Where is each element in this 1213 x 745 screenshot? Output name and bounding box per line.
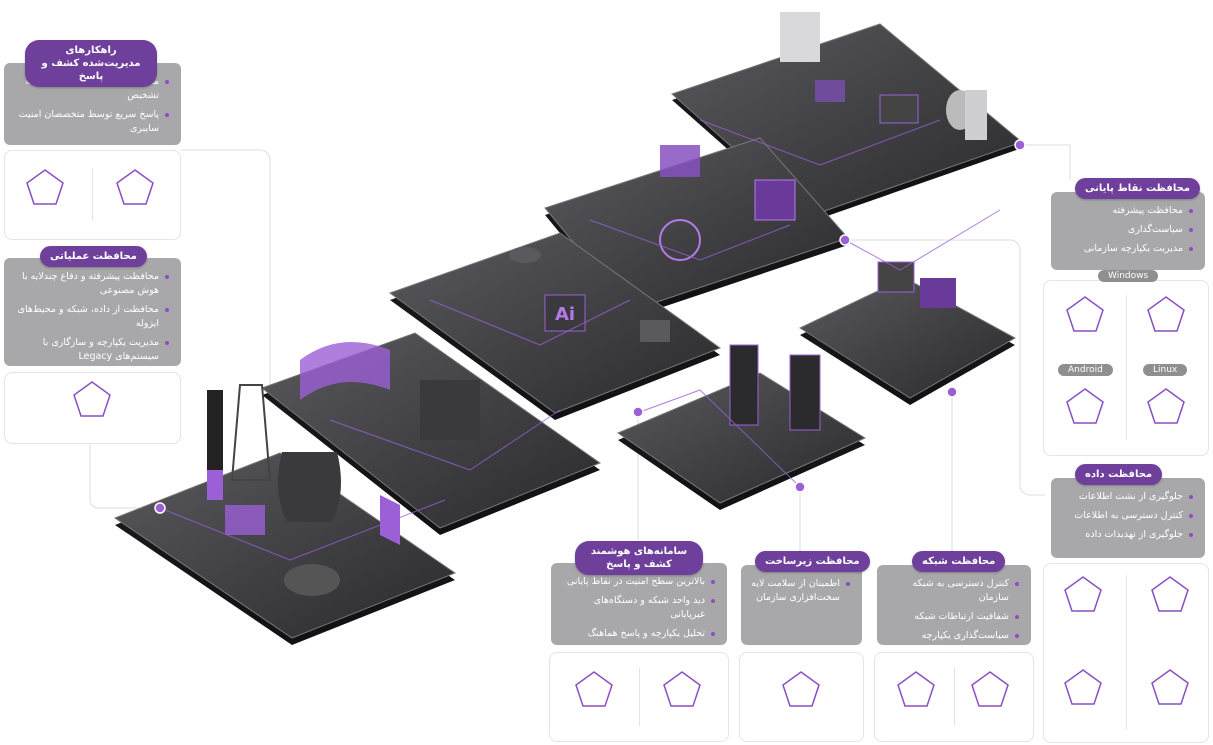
pentagon-icon [897,671,935,707]
pentagon-icon [663,671,701,707]
platform-server [616,344,867,510]
pentagon-icon [26,169,64,205]
pentagon-icon [971,671,1009,707]
list-item: مدیریت یکپارچه سازمانی [1061,242,1193,256]
list-item: محافظت پیشرفته [1061,204,1193,218]
endpoint-box: محافظت پیشرفته سیاست‌گذاری مدیریت یکپارچ… [1051,192,1205,270]
list-item: بالاترین سطح امنیت در نقاط پایانی [561,575,715,589]
ai-chip-label: Ai [555,304,575,325]
platform-soc [260,332,602,535]
data-box: جلوگیری از نشت اطلاعات کنترل دسترسی به ا… [1051,478,1205,558]
list-item: مدیریت یکپارچه و سازگاری با سیستم‌های Le… [14,336,169,364]
pentagon-frame [739,652,864,742]
pentagon-icon [1147,296,1185,332]
list-item: پاسخ سریع توسط متخصصان امنیت سایبری [14,108,169,136]
list-item: کنترل دسترسی به شبکه سازمان [887,577,1019,605]
panel-title: محافظت شبکه [912,551,1006,572]
os-tag-linux: Linux [1143,364,1188,376]
pentagon-icon [575,671,613,707]
platform-network [798,261,1017,405]
panel-title: محافظت زیرساخت [755,551,870,572]
operational-box: محافظت پیشرفته و دفاع چندلایه با هوش مصن… [4,258,181,366]
platform-endpoint [544,137,849,318]
pentagon-icon [1066,388,1104,424]
pentagon-icon [116,169,154,205]
panel-title: محافظت داده [1075,464,1163,485]
list-item: کنترل دسترسی به اطلاعات [1061,509,1193,523]
panel-title: محافظت نقاط پایانی [1075,178,1200,199]
list-item: سیاست‌گذاری [1061,223,1193,237]
pentagon-icon [1064,576,1102,612]
pentagon-icon [782,671,820,707]
list-item: دید واحد شبکه و دستگاه‌های غیرپایانی [561,594,715,622]
pentagon-icon [73,381,111,417]
infrastructure-box: اطمینان از سلامت لایه سخت‌افزاری سازمان [741,565,862,645]
list-item: جلوگیری از نشت اطلاعات [1061,490,1193,504]
list-item: سیاست‌گذاری یکپارچه ارتباطات [887,629,1019,657]
platform-ai: Ai [388,232,722,420]
panel-title: راهکارهای مدیریت‌شده کشف و پاسخ [25,40,157,87]
panel-title: سامانه‌های هوشمند کشف و پاسخ [575,541,703,575]
os-tag-android: Android [1058,364,1113,376]
list-item: محافظت پیشرفته و دفاع چندلایه با هوش مصن… [14,270,169,298]
list-item: محافظت از داده، شبکه و محیط‌های ایزوله [14,303,169,331]
list-item: شفافیت ارتباطات شبکه [887,610,1019,624]
pentagon-icon [1151,669,1189,705]
os-tag-windows: Windows [1098,270,1159,282]
pentagon-icon [1066,296,1104,332]
list-item: تحلیل یکپارچه و پاسخ هماهنگ [561,627,715,641]
pentagon-frame [4,372,181,444]
pentagon-icon [1064,669,1102,705]
list-item: اطمینان از سلامت لایه سخت‌افزاری سازمان [751,577,850,605]
panel-title: محافظت عملیاتی [40,246,147,267]
platform-industrial [113,384,457,645]
pentagon-icon [1151,576,1189,612]
network-box: کنترل دسترسی به شبکه سازمان شفافیت ارتبا… [877,565,1031,655]
list-item: جلوگیری از تهدیدات داده [1061,528,1193,542]
pentagon-icon [1147,388,1185,424]
smart-detection-box: بالاترین سطح امنیت در نقاط پایانی دید وا… [551,563,727,645]
